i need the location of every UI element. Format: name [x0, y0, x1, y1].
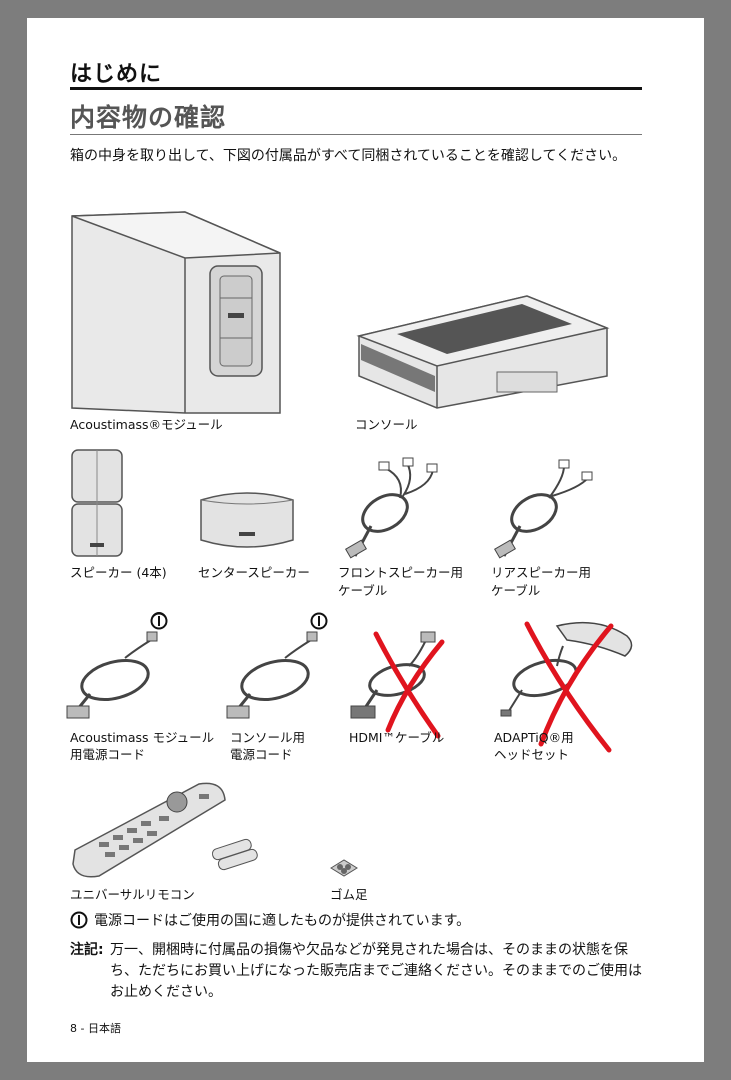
- caption-console-power-2: 電源コード: [230, 747, 293, 762]
- strike-mark-adaptiq: [524, 621, 614, 753]
- caution-label: 注記:: [70, 942, 104, 958]
- caption-adaptiq-2: ヘッドセット: [494, 747, 570, 762]
- caption-console-power-1: コンソール用: [230, 730, 306, 745]
- caption-acoustimass-power-1: Acoustimass モジュール: [70, 730, 215, 745]
- intro-text: 箱の中身を取り出して、下図の付属品がすべて同梱されていることを確認してください。: [70, 148, 627, 164]
- caption-acoustimass: Acoustimass®モジュール: [70, 417, 223, 432]
- console-illustration: [356, 295, 610, 409]
- page-title: 内容物の確認: [70, 103, 227, 132]
- caption-rear-cable-2: ケーブル: [491, 583, 541, 598]
- section-title: はじめに: [70, 62, 163, 87]
- page-number: 8 - 日本語: [70, 1022, 121, 1035]
- caption-rear-cable-1: リアスピーカー用: [491, 565, 592, 580]
- info-icon: [70, 911, 88, 929]
- caption-console: コンソール: [355, 417, 418, 432]
- caption-feet: ゴム足: [330, 887, 368, 902]
- front-speaker-cable-illustration: [345, 457, 438, 559]
- caption-hdmi: HDMI™ケーブル: [349, 730, 445, 745]
- console-power-cord-illustration: [226, 631, 318, 719]
- caption-remote: ユニバーサルリモコン: [70, 887, 195, 902]
- battery-illustration: [211, 838, 258, 871]
- title-rule: [70, 87, 642, 90]
- acoustimass-module-illustration: [71, 211, 281, 414]
- strike-mark-hdmi: [373, 631, 445, 739]
- info-icon: [310, 612, 328, 630]
- info-icon: [150, 612, 168, 630]
- center-speaker-illustration: [200, 492, 294, 548]
- power-cord-note: 電源コードはご使用の国に適したものが提供されています。: [70, 910, 470, 930]
- caution-text: 万一、開梱時に付属品の損傷や欠品などが発見された場合は、そのままの状態を保ち、た…: [110, 942, 642, 1000]
- rear-speaker-cable-illustration: [494, 459, 593, 559]
- caption-acoustimass-power-2: 用電源コード: [70, 747, 146, 762]
- speaker-illustration: [71, 449, 123, 557]
- caution-note: 注記: 万一、開梱時に付属品の損傷や欠品などが発見された場合は、そのままの状態を…: [70, 940, 650, 1003]
- caption-center-speaker: センタースピーカー: [198, 565, 310, 580]
- remote-illustration: [72, 782, 226, 878]
- subtitle-rule: [70, 134, 642, 135]
- caption-speakers: スピーカー (4本): [70, 565, 167, 580]
- rubber-feet-illustration: [330, 859, 358, 877]
- power-cord-note-text: 電源コードはご使用の国に適したものが提供されています。: [94, 913, 471, 929]
- caption-front-cable-1: フロントスピーカー用: [338, 565, 464, 580]
- manual-page: はじめに 内容物の確認 箱の中身を取り出して、下図の付属品がすべて同梱されている…: [27, 18, 704, 1062]
- caption-adaptiq-1: ADAPTiQ®用: [494, 730, 574, 745]
- caption-front-cable-2: ケーブル: [338, 583, 388, 598]
